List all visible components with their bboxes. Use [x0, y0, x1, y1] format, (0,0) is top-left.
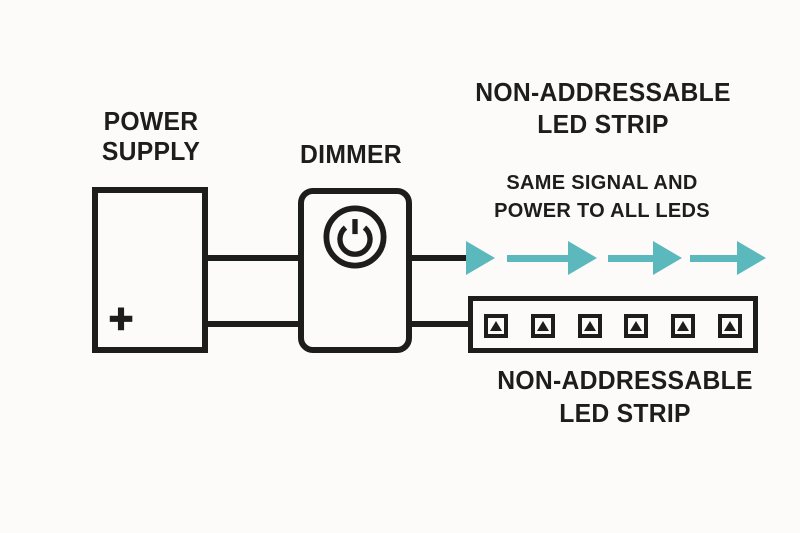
led-strip-bottom-label-line2: LED STRIP	[559, 398, 691, 428]
led-cell	[530, 314, 555, 338]
power-supply-box: +	[92, 187, 208, 353]
wire-power-to-dimmer-top	[203, 255, 303, 261]
led-cell	[577, 314, 602, 338]
wire-dimmer-to-signal	[407, 255, 469, 261]
dimmer-label: DIMMER	[300, 139, 402, 169]
flow-arrow	[466, 241, 495, 275]
flow-arrow-shaft	[507, 254, 568, 262]
power-supply-label: POWER SUPPLY	[61, 106, 242, 166]
led-cell	[671, 314, 696, 338]
power-supply-label-line2: SUPPLY	[101, 136, 201, 166]
flow-arrow	[608, 241, 682, 275]
signal-note-line2: POWER TO ALL LEDS	[494, 200, 710, 222]
power-supply-label-line1: POWER	[103, 106, 199, 136]
led-triangle-icon	[677, 321, 690, 331]
plus-icon: +	[108, 295, 134, 342]
led-strip-bottom-label-line1: NON-ADDRESSABLE	[497, 365, 753, 395]
led-strip-top-label-line1: NON-ADDRESSABLE	[475, 77, 731, 107]
led-row	[473, 301, 753, 348]
flow-arrow-shaft	[608, 254, 653, 262]
led-triangle-icon	[583, 321, 596, 331]
led-strip-top-label-line2: LED STRIP	[537, 109, 669, 139]
signal-note-line1: SAME SIGNAL AND	[506, 172, 698, 194]
led-cell	[624, 314, 649, 338]
led-triangle-icon	[536, 321, 549, 331]
led-triangle-icon	[723, 321, 736, 331]
led-strip	[468, 296, 758, 353]
led-cell	[717, 314, 742, 338]
flow-arrow-shaft	[690, 254, 737, 262]
led-strip-top-label: NON-ADDRESSABLE LED STRIP	[456, 76, 751, 140]
power-icon	[323, 205, 387, 269]
arrow-right-icon	[466, 241, 495, 275]
wire-dimmer-to-strip	[407, 321, 473, 327]
led-triangle-icon	[490, 321, 502, 331]
flow-arrow	[507, 241, 597, 275]
arrow-right-icon	[653, 241, 682, 275]
wire-power-to-dimmer-bottom	[203, 321, 303, 327]
arrow-right-icon	[568, 241, 597, 275]
signal-note: SAME SIGNAL AND POWER TO ALL LEDS	[452, 169, 752, 225]
led-cell	[484, 314, 508, 338]
arrow-right-icon	[737, 241, 766, 275]
led-strip-bottom-label: NON-ADDRESSABLE LED STRIP	[478, 364, 773, 430]
dimmer-box	[298, 188, 412, 353]
flow-arrow	[690, 241, 766, 275]
led-triangle-icon	[630, 321, 643, 331]
